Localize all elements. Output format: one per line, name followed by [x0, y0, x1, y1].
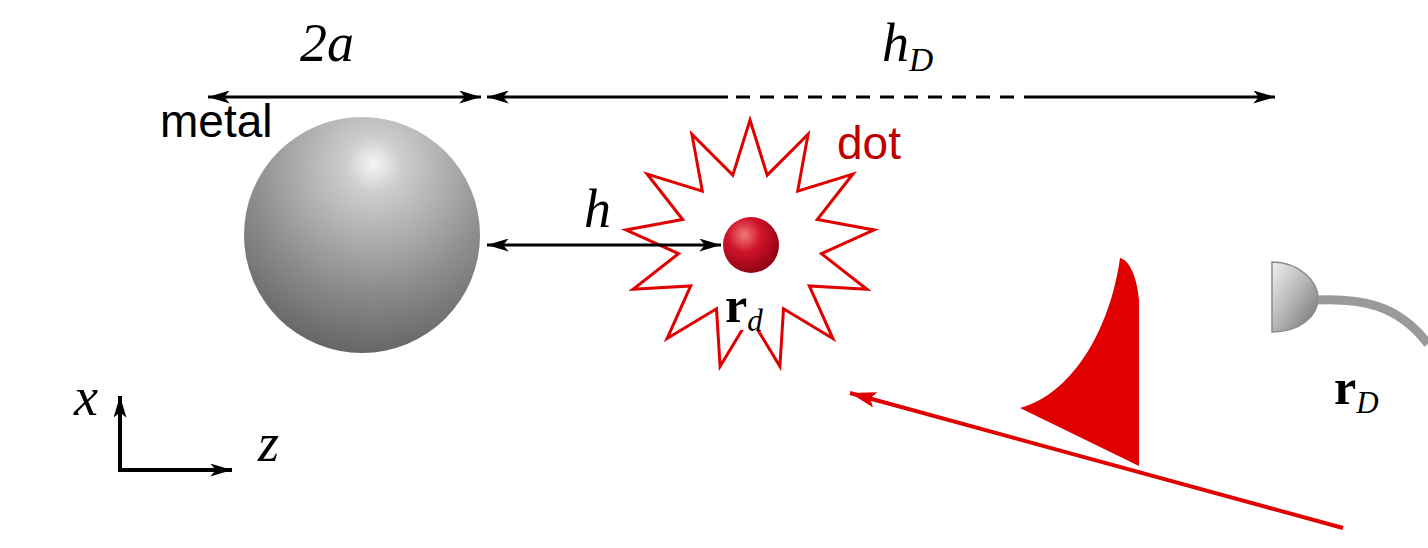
position-label: rD: [1334, 362, 1379, 412]
symbol-subscript: D: [1356, 385, 1378, 420]
excitation-beam: [850, 393, 1343, 528]
symbol-main: r: [1334, 359, 1356, 415]
position-label: rd: [722, 280, 766, 330]
dimension-arrow: [1024, 96, 1275, 99]
symbol-subscript: d: [747, 303, 763, 338]
dimension-arrow: [487, 96, 728, 99]
material-label: metal: [160, 98, 272, 144]
dimension-dashes: [736, 96, 1018, 99]
symbol-main: h: [882, 13, 909, 73]
dimension-arrow: [487, 244, 721, 247]
dot-label: dot: [834, 120, 904, 166]
detector-symbol: [1272, 262, 1318, 332]
axis-arrow: [118, 396, 122, 472]
metal-sphere: [244, 117, 480, 353]
dimension-label: 2a: [300, 16, 354, 70]
dimension-label: hD: [882, 16, 933, 70]
symbol-main: r: [725, 277, 747, 333]
axis-label: x: [74, 370, 98, 424]
quantum-dot: [723, 217, 779, 273]
axis-label: z: [258, 416, 279, 470]
symbol-subscript: D: [909, 41, 933, 78]
axis-arrow: [118, 468, 232, 472]
dimension-label: h: [584, 182, 611, 236]
laser-pulse: [1020, 258, 1139, 466]
detector-cable: [1316, 300, 1428, 344]
